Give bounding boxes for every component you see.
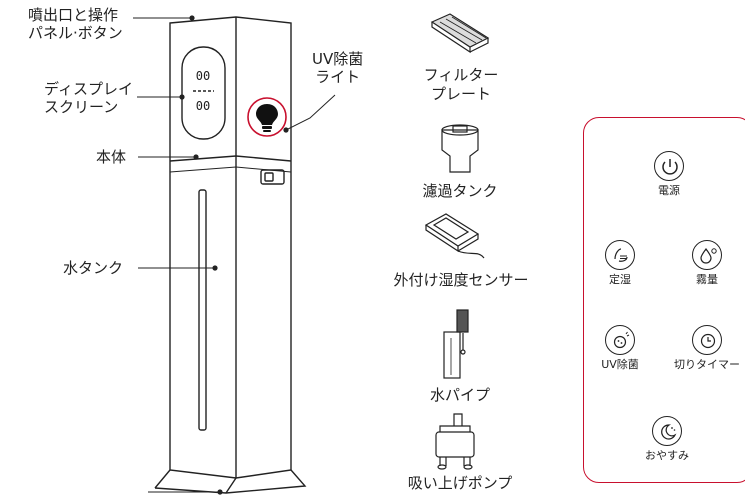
label-body: 本体 xyxy=(96,148,127,166)
filter-tank-icon xyxy=(441,124,479,173)
uv-icon xyxy=(605,325,635,355)
bulb-icon xyxy=(256,104,278,132)
power-icon xyxy=(654,151,684,181)
base-outline xyxy=(154,469,307,494)
timer-button[interactable]: 切りタイマー xyxy=(667,325,745,372)
sleep-button[interactable]: おやすみ xyxy=(627,416,707,463)
water-level-window xyxy=(198,189,207,431)
display-digits-top: 00 xyxy=(196,69,210,83)
label-water-tank: 水タンク xyxy=(63,259,124,277)
uv-button[interactable]: UV除菌 xyxy=(580,325,660,372)
power-label: 電源 xyxy=(658,184,680,197)
timer-label: 切りタイマー xyxy=(674,358,740,371)
mist-button[interactable]: 霧量 xyxy=(667,240,745,287)
part-label-water-pipe: 水パイプ xyxy=(429,386,490,404)
base-edge xyxy=(225,477,237,494)
power-button[interactable]: 電源 xyxy=(629,151,709,198)
filter-plate-icon xyxy=(430,13,490,54)
sleep-icon xyxy=(652,416,682,446)
tank-handle xyxy=(260,169,285,185)
display-digits-bottom: 00 xyxy=(196,99,210,113)
display-oval xyxy=(181,46,226,140)
water-pipe-icon xyxy=(443,309,469,379)
sleep-label: おやすみ xyxy=(645,449,689,462)
suction-pump-icon xyxy=(435,413,475,470)
mist-icon xyxy=(692,240,722,270)
humidity-label: 定湿 xyxy=(609,273,631,286)
uv-label: UV除菌 xyxy=(601,358,639,371)
label-uv-light: UV除菌 ライト xyxy=(312,50,364,86)
uv-light-highlight xyxy=(247,97,287,137)
humidity-button[interactable]: 定湿 xyxy=(580,240,660,287)
label-display-screen: ディスプレイ スクリーン xyxy=(44,80,133,116)
tank-top-line xyxy=(169,155,292,162)
mist-label: 霧量 xyxy=(696,273,718,286)
humidity-icon xyxy=(605,240,635,270)
part-label-filter-tank: 濾過タンク xyxy=(422,182,498,200)
label-outlet-panel: 噴出口と操作 パネル·ボタン xyxy=(28,6,123,42)
timer-icon xyxy=(692,325,722,355)
leader-uv xyxy=(285,94,336,131)
humidity-sensor-icon xyxy=(424,213,485,259)
part-label-humidity-sensor: 外付け湿度センサー xyxy=(393,271,529,289)
part-label-filter-plate: フィルター プレート xyxy=(423,66,499,103)
control-panel-frame xyxy=(583,117,745,483)
part-label-suction-pump: 吸い上げポンプ xyxy=(407,474,513,492)
